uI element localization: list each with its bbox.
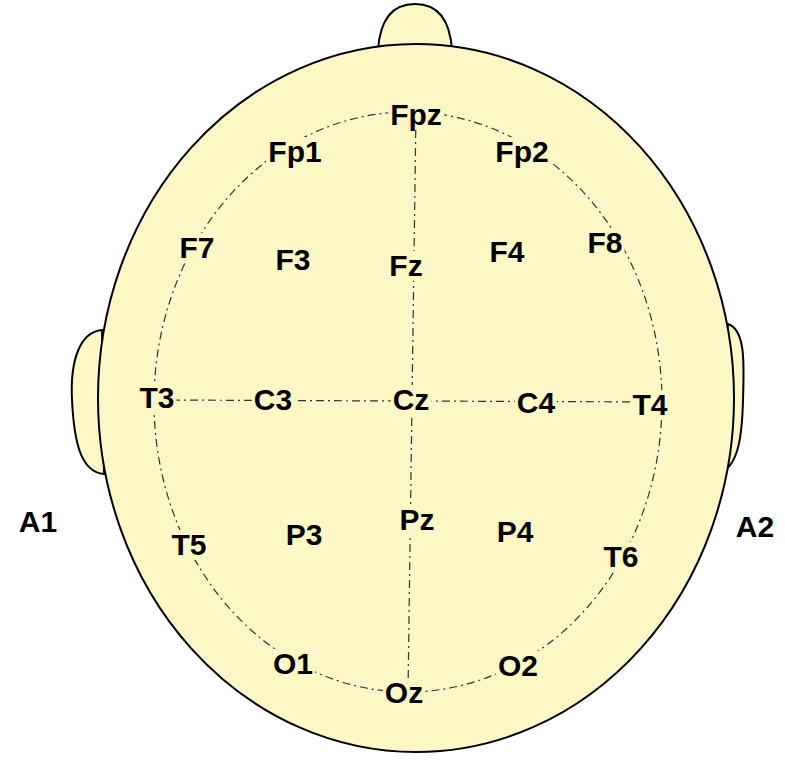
electrode-label: T4 [630, 390, 669, 420]
electrode-label: F8 [585, 228, 624, 258]
electrode-label: C4 [515, 388, 557, 418]
electrode-label: P4 [495, 517, 536, 547]
electrode-label: Cz [391, 385, 432, 415]
electrode-label: P3 [284, 520, 325, 550]
electrode-label: T6 [601, 542, 640, 572]
electrode-label: A1 [17, 507, 59, 537]
electrode-label: O2 [496, 651, 540, 681]
electrode-label: C3 [252, 385, 294, 415]
electrode-label: O1 [271, 649, 315, 679]
electrode-label: Oz [383, 678, 425, 708]
electrode-circle [154, 112, 662, 692]
electrode-label: Fp2 [493, 137, 550, 167]
electrode-label: F7 [177, 233, 216, 263]
electrode-label: Fp1 [266, 137, 323, 167]
electrode-label: A2 [734, 512, 776, 542]
electrode-label: Pz [397, 505, 436, 535]
electrode-label: Fz [387, 251, 424, 281]
electrode-label: T5 [169, 530, 208, 560]
electrode-label: F4 [487, 237, 526, 267]
electrode-label: T3 [137, 383, 176, 413]
electrode-label: Fpz [388, 100, 444, 130]
electrode-label: F3 [273, 245, 312, 275]
head-outline [98, 44, 734, 752]
